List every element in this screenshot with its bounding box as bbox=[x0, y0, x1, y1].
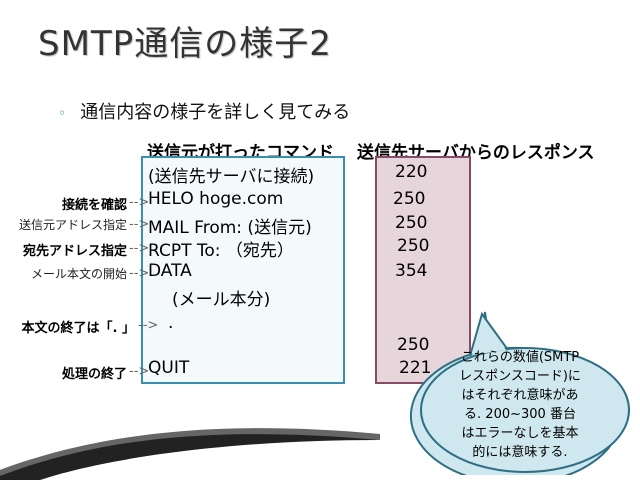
callout-line-5: はエラーなしを基本 bbox=[461, 426, 579, 441]
callout-tail-fill bbox=[472, 314, 506, 355]
command-quit: QUIT bbox=[148, 358, 190, 378]
arrow-body-start: --> bbox=[129, 266, 150, 281]
command-mail-from: MAIL From: (送信元) bbox=[148, 218, 312, 238]
response-data: 354 bbox=[395, 261, 428, 281]
callout-text: これらの数値(SMTP レスポンスコード)に はそれぞれ意味があ る. 200~… bbox=[445, 348, 595, 462]
bullet-text: 通信内容の様子を詳しく見てみる bbox=[80, 102, 351, 123]
callout-line-1: これらの数値(SMTP bbox=[460, 350, 580, 365]
command-connect: (送信先サーバに接続) bbox=[148, 167, 315, 187]
callout-tail bbox=[469, 311, 509, 357]
arrow-process-end: --> bbox=[129, 364, 150, 379]
label-recipient-address: 宛先アドレス指定 bbox=[22, 244, 127, 259]
speech-bubble-icon bbox=[410, 311, 630, 475]
callout-line-2: レスポンスコード)に bbox=[459, 369, 581, 384]
command-rcpt-to: RCPT To: （宛先） bbox=[148, 241, 294, 261]
slide-title: SMTP通信の様子2 bbox=[38, 24, 332, 64]
callout-line-4: る. 200~300 番台 bbox=[464, 407, 576, 422]
label-sender-address: 送信元アドレス指定 bbox=[18, 218, 127, 232]
callout-ellipse bbox=[420, 347, 630, 473]
command-mail-body: (メール本分) bbox=[172, 290, 271, 310]
bullet-item: ◦ 通信内容の様子を詳しく見てみる bbox=[58, 98, 350, 124]
label-connect-check: 接続を確認 bbox=[61, 198, 127, 213]
command-helo: HELO hoge.com bbox=[148, 189, 284, 209]
response-body-end: 250 bbox=[397, 335, 430, 355]
callout-line-6: 的には意味する. bbox=[472, 445, 568, 460]
command-box bbox=[141, 156, 345, 384]
label-body-end: 本文の終了は「. 」 bbox=[21, 321, 135, 336]
arrow-connect: --> bbox=[129, 195, 150, 210]
label-process-end: 処理の終了 bbox=[61, 367, 127, 382]
response-mail-from: 250 bbox=[395, 213, 428, 233]
response-quit: 221 bbox=[399, 358, 432, 378]
response-helo: 250 bbox=[393, 189, 426, 209]
response-connect: 220 bbox=[395, 162, 428, 182]
label-body-start: メール本文の開始 bbox=[30, 267, 127, 281]
command-dot: . bbox=[168, 313, 174, 333]
command-data: DATA bbox=[148, 261, 192, 281]
callout-line-3: はそれぞれ意味があ bbox=[461, 388, 579, 403]
decorative-swoosh-icon bbox=[0, 428, 380, 480]
response-rcpt-to: 250 bbox=[397, 236, 430, 256]
response-box bbox=[375, 156, 471, 384]
ring-bullet-icon: ◦ bbox=[58, 106, 67, 122]
arrow-body-end: --> bbox=[138, 318, 159, 333]
arrow-recipient: --> bbox=[129, 241, 150, 256]
arrow-sender: --> bbox=[129, 217, 150, 232]
